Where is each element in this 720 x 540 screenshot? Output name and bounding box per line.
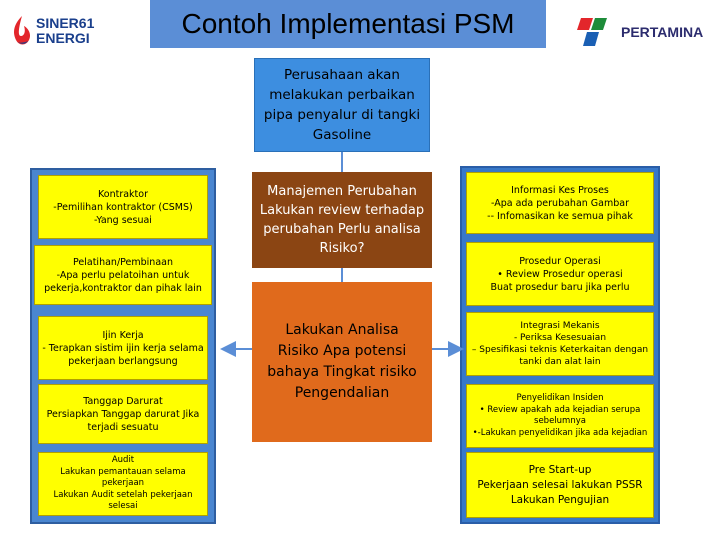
left-box-pelatihan: Pelatihan/Pembinaan -Apa perlu pelatoiha…	[34, 245, 212, 305]
page-title: Contoh Implementasi PSM	[181, 8, 515, 39]
pertamina-logo-text: PERTAMINA	[621, 24, 704, 40]
right-box-integrasi: Integrasi Mekanis - Periksa Kesesuaian –…	[466, 312, 654, 376]
left-box-audit: Audit Lakukan pemantauan selama pekerjaa…	[38, 452, 208, 516]
right-box-text: Informasi Kes Proses -Apa ada perubahan …	[487, 184, 633, 222]
manajemen-perubahan-box: Manajemen Perubahan Lakukan review terha…	[252, 172, 432, 268]
left-box-kontraktor: Kontraktor -Pemilihan kontraktor (CSMS) …	[38, 175, 208, 239]
right-box-text: Penyelidikan Insiden • Review apakah ada…	[472, 393, 648, 438]
right-box-penyelidikan: Penyelidikan Insiden • Review apakah ada…	[466, 384, 654, 448]
left-box-text: Pelatihan/Pembinaan -Apa perlu pelatoiha…	[44, 256, 202, 294]
siner61-logo-text: SINER61 ENERGI	[36, 15, 95, 46]
manajemen-perubahan-text: Manajemen Perubahan Lakukan review terha…	[259, 184, 425, 256]
left-box-text: Kontraktor -Pemilihan kontraktor (CSMS) …	[53, 188, 193, 226]
analisa-risiko-text: Lakukan Analisa Risiko Apa potensi bahay…	[267, 322, 417, 401]
siner61-logo: SINER61 ENERGI	[10, 12, 130, 52]
analisa-risiko-box: Lakukan Analisa Risiko Apa potensi bahay…	[252, 282, 432, 442]
left-box-tanggap-darurat: Tanggap Darurat Persiapkan Tanggap darur…	[38, 384, 208, 444]
title-bar: Contoh Implementasi PSM	[150, 0, 546, 48]
right-box-text: Prosedur Operasi • Review Prosedur opera…	[490, 255, 630, 293]
pertamina-arrow-icon	[577, 18, 607, 46]
right-box-informasi: Informasi Kes Proses -Apa ada perubahan …	[466, 172, 654, 234]
left-box-text: Audit Lakukan pemantauan selama pekerjaa…	[53, 455, 193, 512]
top-box-text: Perusahaan akan melakukan perbaikan pipa…	[263, 67, 421, 143]
right-box-text: Pre Start-up Pekerjaan selesai lakukan P…	[477, 463, 643, 506]
top-box: Perusahaan akan melakukan perbaikan pipa…	[254, 58, 430, 152]
right-box-prosedur: Prosedur Operasi • Review Prosedur opera…	[466, 242, 654, 306]
flame-icon	[14, 16, 31, 45]
right-box-text: Integrasi Mekanis - Periksa Kesesuaian –…	[471, 321, 649, 367]
left-box-text: Ijin Kerja - Terapkan sistim ijin kerja …	[42, 329, 204, 367]
right-box-prestartup: Pre Start-up Pekerjaan selesai lakukan P…	[466, 452, 654, 518]
left-box-text: Tanggap Darurat Persiapkan Tanggap darur…	[46, 395, 200, 433]
left-box-ijin-kerja: Ijin Kerja - Terapkan sistim ijin kerja …	[38, 316, 208, 380]
pertamina-logo: PERTAMINA	[575, 14, 715, 50]
